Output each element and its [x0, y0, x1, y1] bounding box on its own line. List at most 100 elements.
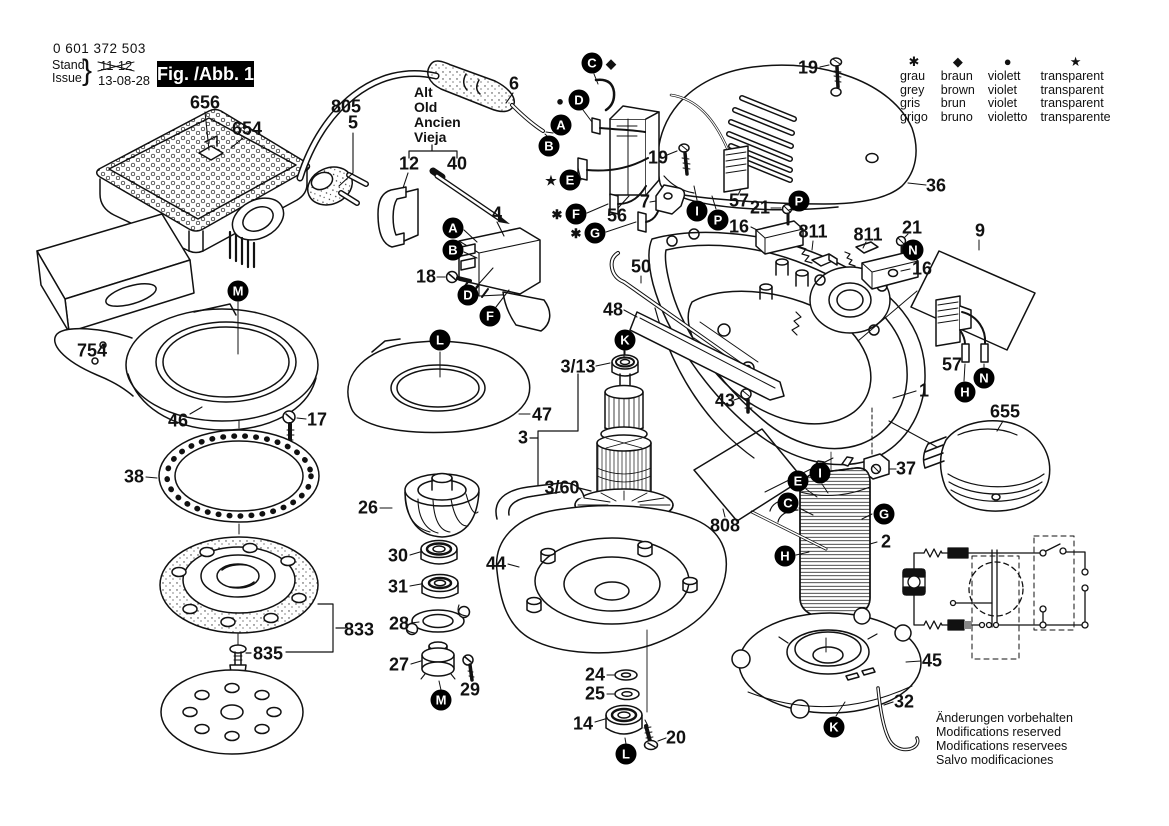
brace-glyph: }	[82, 54, 93, 87]
part-label-808: 808	[709, 515, 741, 536]
part-label-27: 27	[388, 654, 410, 675]
obsolete-note-line: Old	[414, 99, 438, 115]
obsolete-note-line: Vieja	[414, 129, 447, 145]
part-label-9: 9	[974, 220, 986, 241]
part-label-19: 19	[647, 147, 669, 168]
footer-note-line: Salvo modificaciones	[936, 753, 1054, 767]
flange-plate-28	[405, 604, 471, 636]
callout-I: I	[809, 462, 831, 484]
stand-label: Stand	[52, 58, 85, 72]
cord-grommet-6	[427, 60, 554, 139]
legend-term: transparente	[1040, 109, 1111, 124]
obsolete-note-line: Alt	[414, 84, 433, 100]
part-label-40: 40	[446, 153, 468, 174]
callout-L: L	[615, 743, 637, 765]
housing-rod-and-strip	[609, 251, 785, 414]
callout-G: G	[584, 222, 606, 244]
stator-2	[750, 451, 878, 639]
callout-color-symbol: ✱	[551, 207, 563, 222]
part-label-835: 835	[252, 643, 284, 664]
part-label-2: 2	[880, 531, 892, 552]
legend-term: violetto	[987, 109, 1028, 124]
part-label-654: 654	[231, 118, 263, 139]
old-version-parts-12-40	[377, 144, 510, 248]
brake-ring-38	[145, 419, 320, 535]
part-label-16: 16	[728, 216, 750, 237]
power-cord-5	[296, 70, 440, 206]
part-label-47: 47	[531, 404, 553, 425]
superseded-date: 11-12	[100, 58, 133, 73]
part-label-19: 19	[797, 57, 819, 78]
callout-H: H	[774, 545, 796, 567]
part-label-28: 28	[388, 613, 410, 634]
legend-term: gris	[900, 96, 921, 110]
footer-note-line: Modifications reserved	[936, 725, 1062, 739]
part-label-811: 811	[798, 221, 828, 242]
part-label-805: 805	[330, 96, 362, 117]
legend-term: brun	[940, 96, 966, 110]
issue-label: Issue	[52, 71, 82, 85]
part-label-3: 3	[517, 427, 529, 448]
dust-adapter-655	[922, 420, 1051, 512]
part-label-3-60: 3/60	[544, 477, 580, 498]
callout-color-symbol: ★	[545, 173, 557, 188]
part-label-57: 57	[728, 190, 750, 211]
callout-E: E	[559, 169, 581, 191]
part-label-17: 17	[306, 409, 328, 430]
figure-label: Fig. /Abb. 1	[157, 61, 254, 87]
wiring-schematic	[902, 535, 1089, 660]
footer-note-line: Änderungen vorbehalten	[936, 711, 1073, 725]
legend-term: braun	[940, 69, 973, 83]
legend-term: bruno	[940, 109, 973, 124]
legend-term: transparent	[1040, 82, 1104, 97]
right-brush-group	[844, 233, 1036, 382]
callout-B: B	[538, 135, 560, 157]
part-label-655: 655	[989, 401, 1021, 422]
legend-term: transparent	[1040, 96, 1104, 110]
legend-term: grigo	[900, 109, 928, 124]
callout-M: M	[227, 280, 249, 302]
dust-box-754	[36, 213, 195, 342]
bearing-30	[409, 539, 458, 565]
part-label-21: 21	[901, 217, 923, 238]
part-label-29: 29	[459, 679, 481, 700]
callout-G: G	[873, 503, 895, 525]
callout-K: K	[823, 716, 845, 738]
callout-M: M	[430, 689, 452, 711]
legend-term: grey	[900, 82, 925, 97]
part-label-50: 50	[630, 256, 652, 277]
type-number: 0 601 372 503	[53, 41, 146, 56]
part-label-37: 37	[895, 458, 917, 479]
callout-C: C	[777, 492, 799, 514]
part-label-44: 44	[485, 553, 507, 574]
switch-4	[436, 221, 551, 332]
callout-P: P	[707, 209, 729, 231]
callout-L: L	[429, 329, 451, 351]
callout-color-symbol: ✱	[570, 226, 582, 241]
legend-term: violet	[987, 96, 1018, 110]
charger-box-654	[96, 108, 311, 269]
callout-color-symbol: ◆	[606, 56, 616, 71]
part-label-656: 656	[189, 92, 221, 113]
part-label-48: 48	[602, 299, 624, 320]
issue-date: 13-08-28	[98, 73, 151, 88]
part-label-12: 12	[398, 153, 420, 174]
part-label-1: 1	[918, 380, 930, 401]
callout-F: F	[479, 305, 501, 327]
part-label-46: 46	[167, 410, 189, 431]
footer-note-line: Modifications reservees	[936, 739, 1068, 753]
callout-I: I	[686, 200, 708, 222]
motor-housing-1	[648, 182, 938, 480]
obsolete-note-line: Ancien	[414, 114, 461, 130]
callout-C: C	[581, 52, 603, 74]
callout-B: B	[442, 239, 464, 261]
bearing-flange-45	[731, 607, 922, 752]
callout-A: A	[550, 114, 572, 136]
part-label-811: 811	[853, 224, 883, 245]
